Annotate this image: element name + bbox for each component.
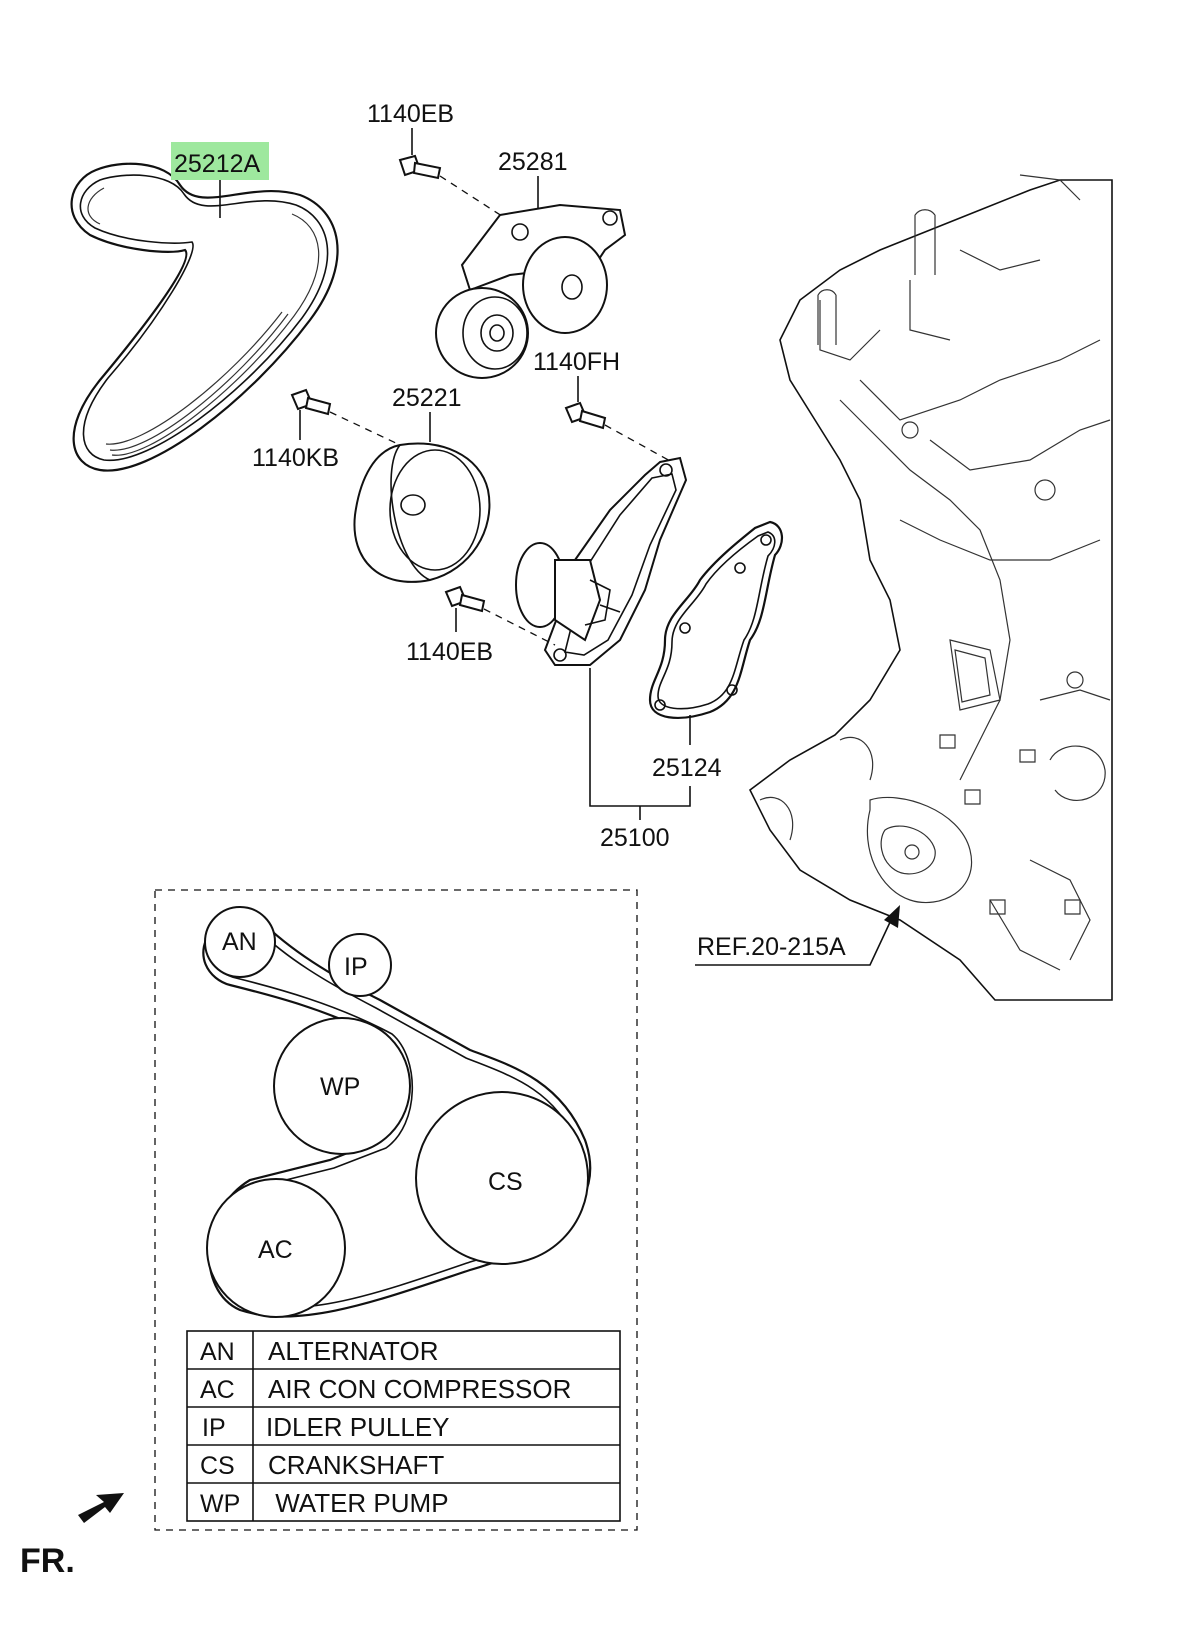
bolt-kb-icon[interactable] [290, 388, 332, 416]
bolt-fh-icon[interactable] [564, 401, 607, 430]
pulley-wp[interactable] [273, 1017, 411, 1155]
legend-table [186, 1330, 621, 1522]
pump-assembly-part-number[interactable]: 25100 [600, 824, 670, 852]
pulley-ac[interactable] [206, 1178, 346, 1318]
pulley-an-label: AN [222, 928, 257, 956]
belt-part-number[interactable]: 25212A [174, 150, 261, 178]
belt-label-highlight [171, 142, 269, 180]
bolt-bottom-part-number[interactable]: 1140EB [406, 638, 493, 666]
legend-row: AN ALTERNATOR [200, 1336, 438, 1366]
engine-block [748, 174, 1113, 1001]
legend-row: IP IDLER PULLEY [202, 1412, 450, 1442]
bolt-top-icon[interactable] [398, 154, 442, 180]
idler-pulley[interactable] [353, 442, 491, 583]
legend-description: IDLER PULLEY [266, 1412, 450, 1442]
legend-row: CS CRANKSHAFT [200, 1450, 444, 1480]
pulley-cs-label: CS [488, 1168, 523, 1196]
pulley-ac-label: AC [258, 1236, 293, 1264]
ref-arrow-icon [884, 905, 900, 928]
front-direction-label: FR. [20, 1542, 75, 1580]
legend-code: AN [200, 1338, 235, 1366]
bolt-top-part-number[interactable]: 1140EB [367, 100, 454, 128]
legend-code: IP [202, 1414, 226, 1442]
idler-part-number[interactable]: 25221 [392, 384, 462, 412]
bolt-fh-part-number[interactable]: 1140FH [533, 348, 620, 376]
pulley-an[interactable] [204, 906, 276, 978]
tensioner-assembly[interactable] [435, 203, 627, 379]
legend-row: WP WATER PUMP [200, 1488, 449, 1518]
legend-row: AC AIR CON COMPRESSOR [200, 1374, 571, 1404]
ref-label[interactable]: REF.20-215A [697, 933, 846, 961]
gasket-part-number[interactable]: 25124 [652, 754, 722, 782]
legend-description: WATER PUMP [268, 1488, 449, 1518]
legend-code: WP [200, 1490, 240, 1518]
pulley-wp-label: WP [320, 1073, 360, 1101]
legend-description: ALTERNATOR [268, 1336, 438, 1366]
bolt-kb-part-number[interactable]: 1140KB [252, 444, 339, 472]
pulley-cs[interactable] [415, 1091, 589, 1265]
belt-routing-inset [154, 889, 638, 1531]
front-direction-arrow-icon [78, 1493, 124, 1523]
water-pump[interactable] [515, 456, 688, 666]
pulley-ip-label: IP [344, 953, 368, 981]
legend-code: AC [200, 1376, 235, 1404]
tensioner-part-number[interactable]: 25281 [498, 148, 568, 176]
drive-belt[interactable] [70, 162, 339, 472]
legend-description: CRANKSHAFT [268, 1450, 444, 1480]
legend-description: AIR CON COMPRESSOR [268, 1374, 571, 1404]
legend-code: CS [200, 1452, 235, 1480]
pump-gasket[interactable] [648, 520, 783, 719]
pulley-ip[interactable] [328, 933, 392, 997]
bolt-bottom-icon[interactable] [444, 585, 486, 613]
